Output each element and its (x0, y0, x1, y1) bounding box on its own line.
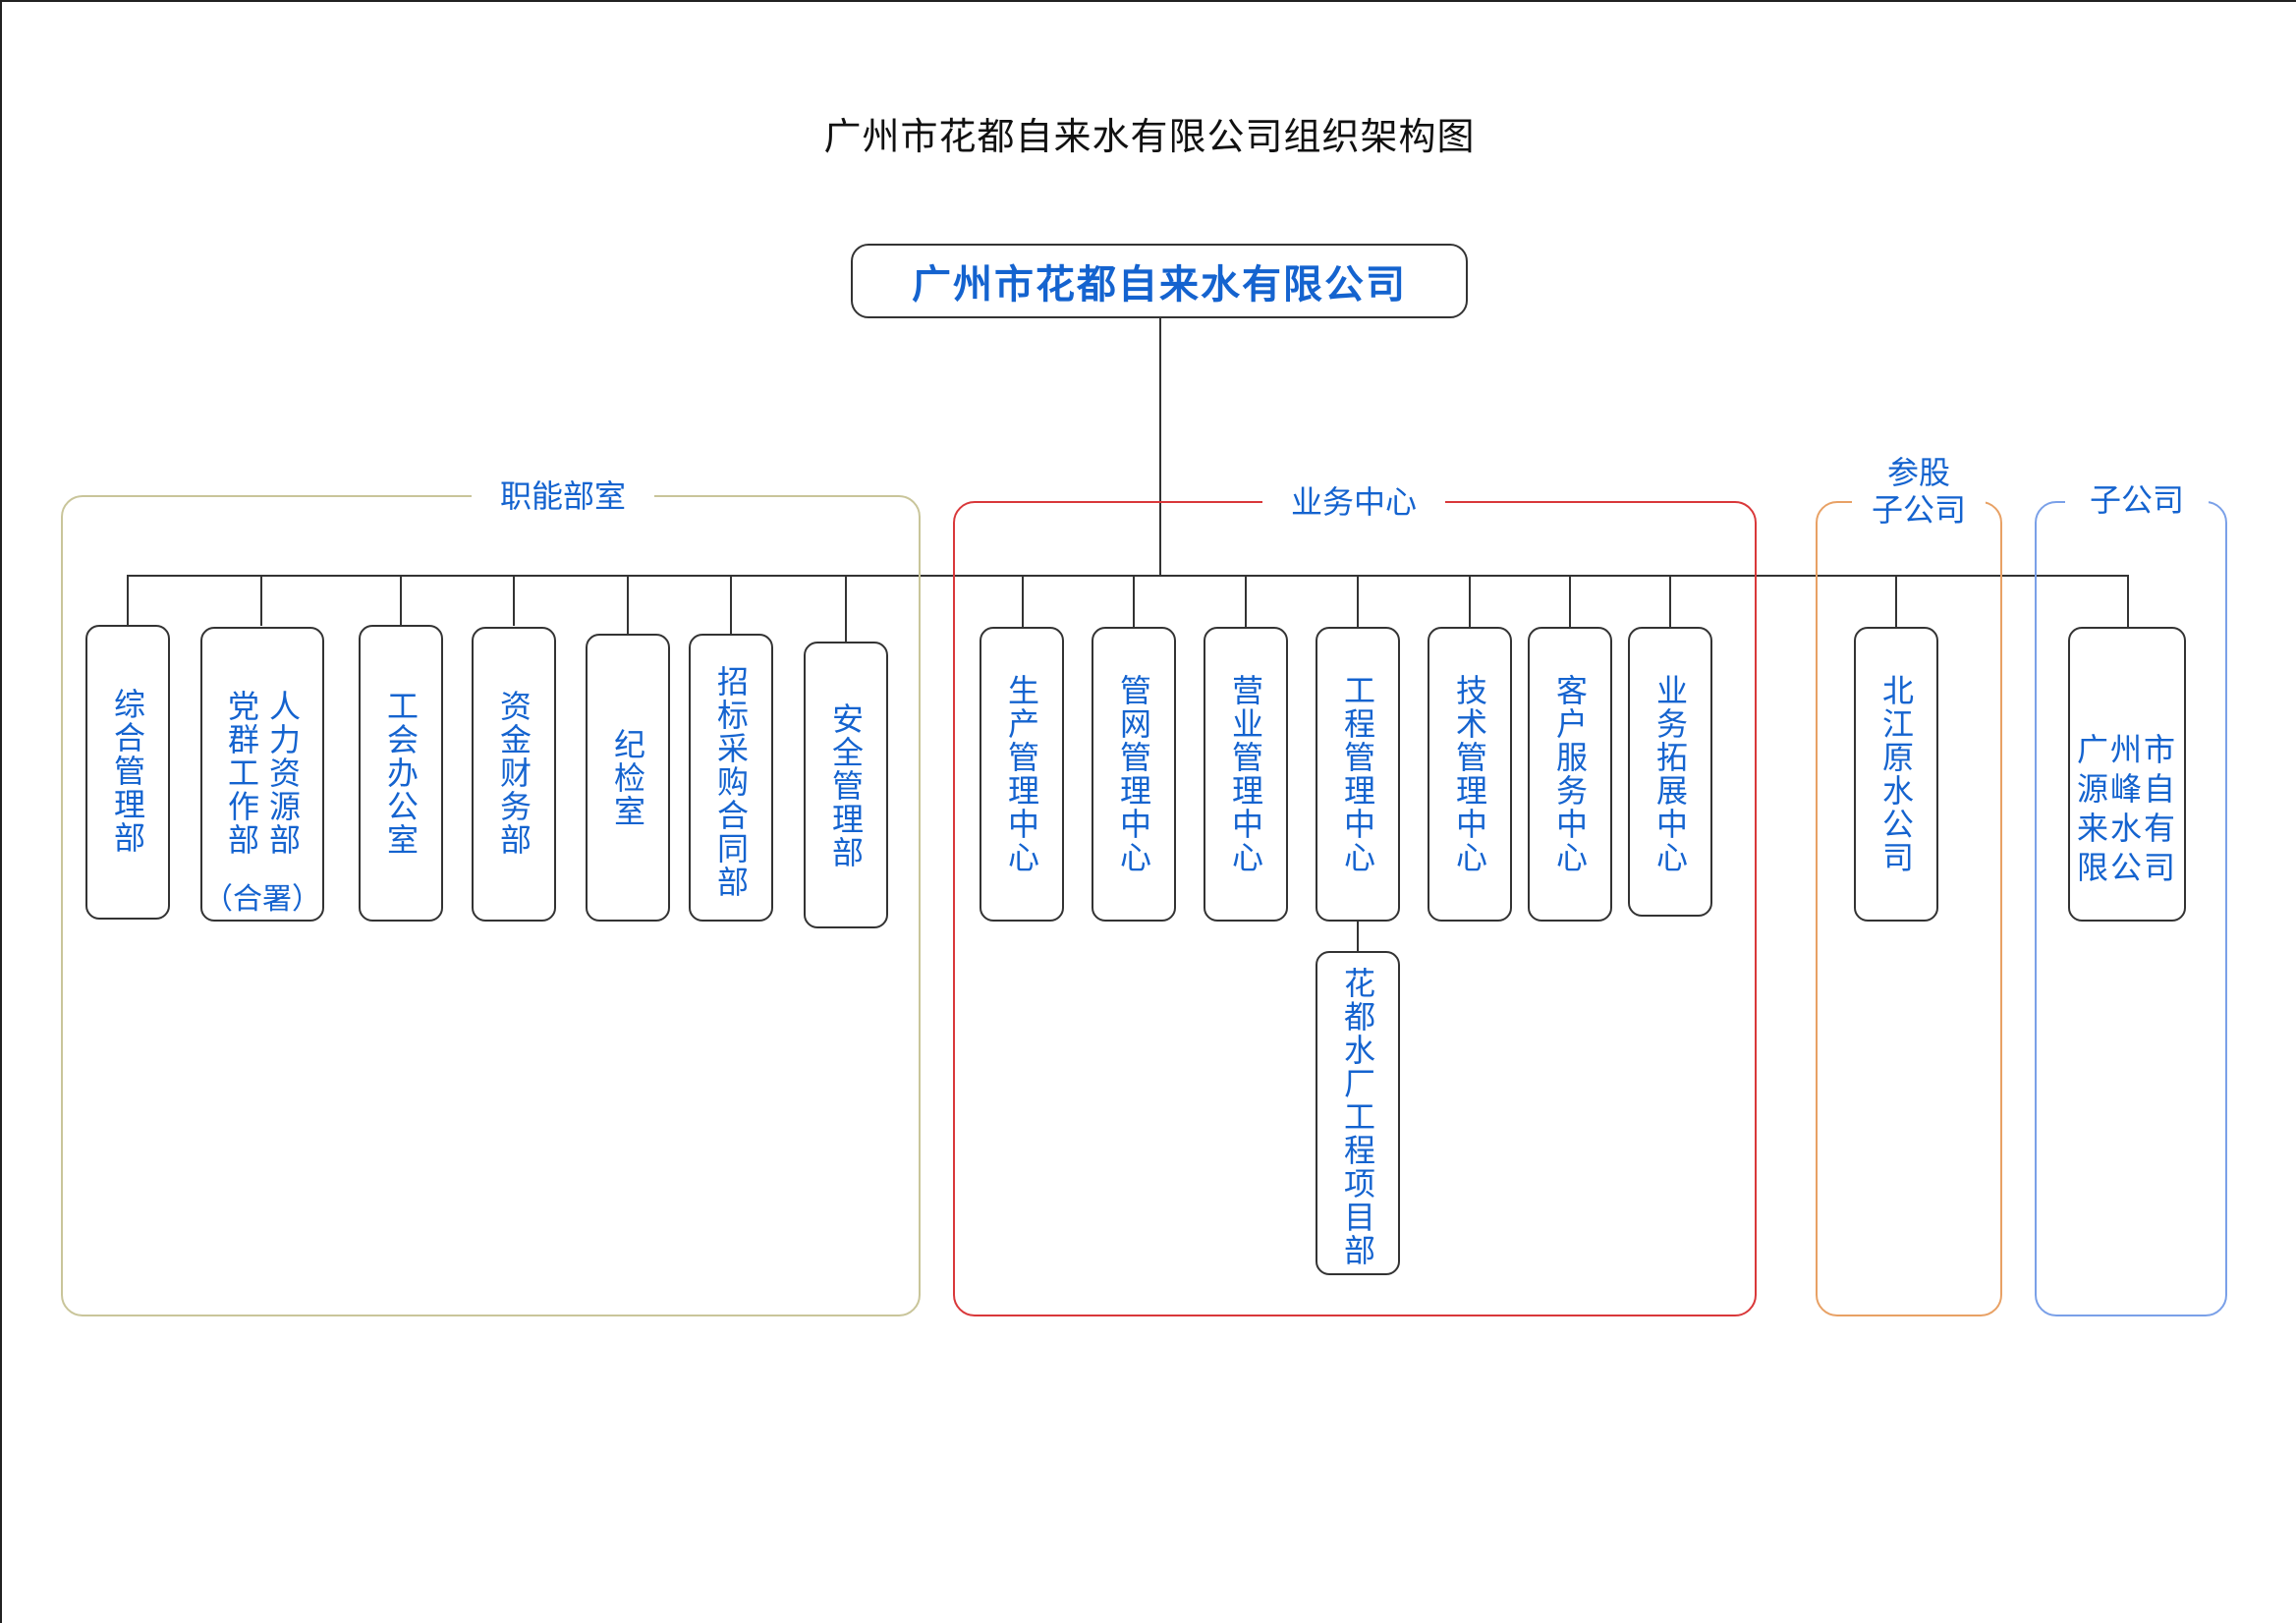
dept-box-safety: 安全管理部 (804, 642, 888, 928)
dept-label-party: 党群工作部 (223, 690, 260, 857)
center-box-production: 生产管理中心 (980, 627, 1064, 922)
dept-label-hr: 人力资源部 (264, 690, 302, 857)
affiliate-box-beijiang: 北江原水公司 (1854, 627, 1938, 922)
dept-label-joint: （合署） (203, 882, 321, 917)
center-box-business: 营业管理中心 (1204, 627, 1288, 922)
drop-connector (1469, 575, 1471, 628)
project-box-huadu-plant: 花都水厂工程项目部 (1316, 951, 1400, 1275)
center-label: 业务拓展中心 (1652, 674, 1689, 874)
drop-connector (1895, 575, 1897, 628)
subsidiary-label-line: 广州市 (2076, 731, 2177, 768)
center-label: 工程管理中心 (1339, 674, 1376, 874)
group-functional-label: 职能部室 (472, 477, 654, 515)
drop-connector (260, 575, 262, 626)
dept-box-union-office: 工会办公室 (359, 625, 443, 922)
dept-label: 工会办公室 (382, 690, 420, 857)
group-affiliate-label: 参股 子公司 (1852, 454, 1986, 529)
center-box-customer-service: 客户服务中心 (1528, 627, 1612, 922)
drop-connector (627, 575, 629, 634)
drop-connector (2127, 575, 2129, 628)
drop-connector (845, 575, 847, 642)
center-label: 营业管理中心 (1227, 674, 1264, 874)
drop-connector (127, 575, 129, 626)
center-box-engineering: 工程管理中心 (1316, 627, 1400, 922)
group-subsidiary-label: 子公司 (2065, 481, 2209, 519)
drop-connector (1669, 575, 1671, 628)
center-label: 客户服务中心 (1551, 674, 1589, 874)
sub-connector (1357, 922, 1359, 953)
dept-label: 招标采购合同部 (712, 665, 750, 899)
affiliate-label: 北江原水公司 (1877, 674, 1915, 874)
drop-connector (1133, 575, 1135, 628)
center-box-technology: 技术管理中心 (1428, 627, 1512, 922)
center-box-business-expansion: 业务拓展中心 (1628, 627, 1712, 917)
dept-box-finance: 资金财务部 (472, 627, 556, 922)
drop-connector (730, 575, 732, 634)
subsidiary-label-line: 来水有 (2076, 810, 2177, 847)
dept-label: 安全管理部 (827, 702, 865, 869)
dept-label: 纪检室 (609, 728, 646, 828)
root-connector (1159, 318, 1161, 576)
center-label: 管网管理中心 (1115, 674, 1152, 874)
group-business-label: 业务中心 (1262, 483, 1445, 521)
project-label: 花都水厂工程项目部 (1339, 967, 1376, 1267)
drop-connector (1569, 575, 1571, 628)
drop-connector (1357, 575, 1359, 628)
hr-text-columns: 人力资源部 党群工作部 (222, 690, 303, 857)
subsidiary-label-line: 限公司 (2076, 849, 2177, 886)
center-label: 生产管理中心 (1003, 674, 1040, 874)
center-label: 技术管理中心 (1451, 674, 1488, 874)
dept-box-discipline: 纪检室 (586, 634, 670, 922)
subsidiary-label-line: 源峰自 (2076, 770, 2177, 808)
subsidiary-box-yuanfeng: 广州市 源峰自 来水有 限公司 (2068, 627, 2186, 922)
drop-connector (513, 575, 515, 626)
drop-connector (1245, 575, 1247, 628)
dept-label: 综合管理部 (109, 688, 146, 855)
page-title: 广州市花都自来水有限公司组织架构图 (823, 115, 1476, 158)
main-horizontal-connector (127, 575, 2128, 577)
drop-connector (1022, 575, 1024, 628)
dept-box-procurement: 招标采购合同部 (689, 634, 773, 922)
center-box-pipe-network: 管网管理中心 (1092, 627, 1176, 922)
dept-label: 资金财务部 (495, 690, 532, 857)
root-company-box: 广州市花都自来水有限公司 (851, 244, 1468, 318)
drop-connector (400, 575, 402, 626)
dept-box-general-management: 综合管理部 (85, 625, 170, 920)
dept-box-hr-party: 人力资源部 党群工作部 （合署） (200, 627, 324, 922)
